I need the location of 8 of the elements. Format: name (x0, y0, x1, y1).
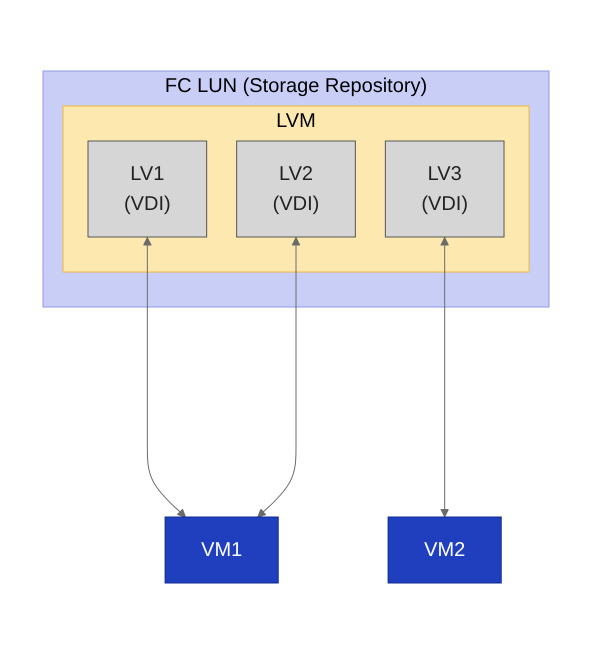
node-box: VM2 (388, 516, 502, 584)
arrow (142, 237, 186, 518)
arrow (257, 237, 300, 518)
arrow (440, 237, 450, 518)
node-box: LV3 (VDI) (384, 140, 504, 238)
node-box: LV1 (VDI) (87, 140, 208, 238)
node-box: VM1 (164, 516, 279, 584)
node-box: LV2 (VDI) (236, 140, 356, 238)
